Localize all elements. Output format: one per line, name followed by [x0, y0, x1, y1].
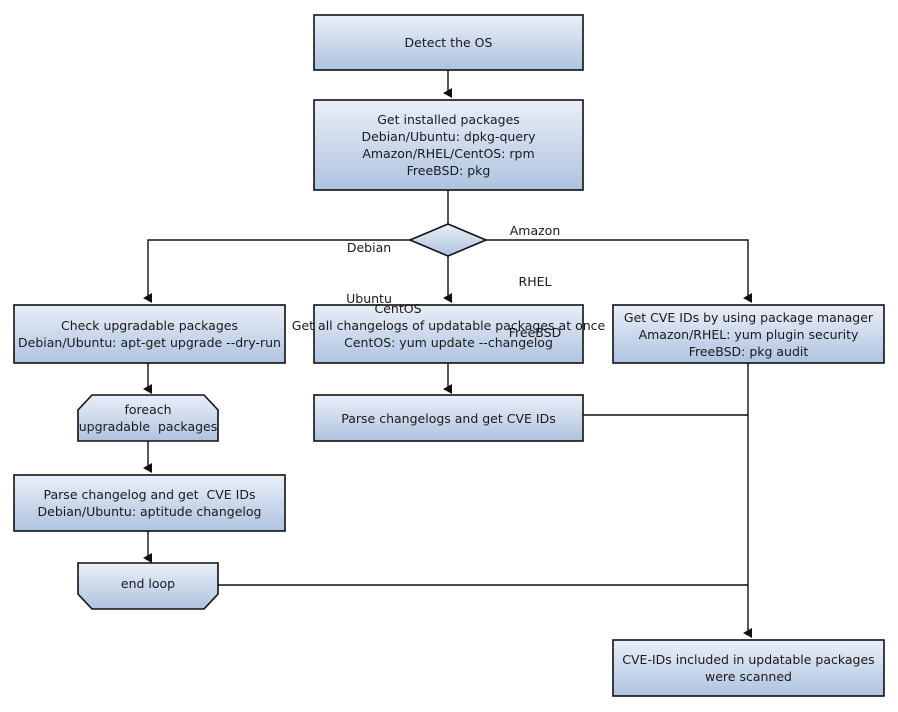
edge-label-amazon-rhel-freebsd: Amazon RHEL FreeBSD — [490, 188, 580, 375]
node-scanned-result — [612, 639, 885, 697]
edge-label-line: Debian — [346, 240, 392, 255]
edge-label-line: Ubuntu — [346, 291, 392, 306]
node-end-loop — [77, 562, 219, 610]
node-detect-os — [313, 14, 584, 71]
node-os-decision — [407, 223, 489, 257]
edge-decision-right — [486, 239, 752, 303]
edge-label-line: Amazon — [509, 223, 561, 238]
node-foreach-loop-start — [77, 394, 219, 442]
edge-label-line: CentOS — [374, 301, 422, 316]
edge-label-centos: CentOS — [362, 266, 434, 351]
node-get-cve-ids-pkg-manager — [612, 304, 885, 364]
edge-label-line: RHEL — [518, 274, 552, 289]
node-get-all-changelogs — [313, 304, 584, 364]
node-get-installed-packages — [313, 99, 584, 191]
node-check-upgradable — [13, 304, 286, 364]
edge-label-debian-ubuntu: Debian Ubuntu — [330, 205, 408, 341]
node-parse-changelogs-centos — [313, 394, 584, 442]
edge-decision-left — [143, 239, 410, 303]
edge-label-line: FreeBSD — [508, 325, 562, 340]
node-parse-changelog-debian — [13, 474, 286, 532]
